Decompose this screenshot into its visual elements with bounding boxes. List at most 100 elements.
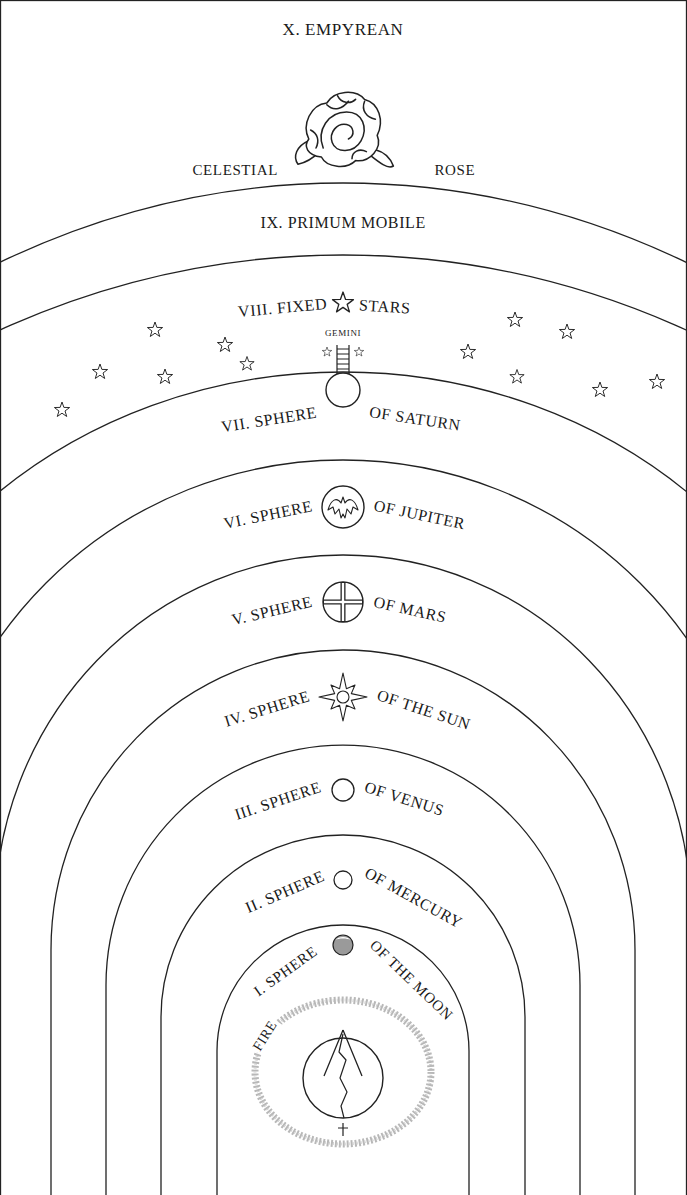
sun-disc [337,691,349,703]
star-symbol [147,322,162,336]
star-symbol [510,370,524,384]
star-symbol [460,344,475,358]
caption-label: CELESTIAL [193,162,278,179]
sphere-arc [106,745,580,1195]
sphere-label: OF THE SUN [375,687,473,735]
sphere-arc [51,650,635,1195]
sphere-arc [0,372,687,1195]
moon-disc [333,935,353,955]
sun-symbol [319,673,367,721]
gemini-star [354,347,364,356]
eagle-figure [328,497,358,518]
small-cross [338,1123,348,1136]
ladder-rails [337,345,349,374]
jupiter-symbol [322,486,364,528]
caption-label: GEMINI [325,328,361,338]
sun-rays [319,673,367,721]
star-symbol [649,374,664,388]
mars-disc [323,582,363,622]
sphere-label: III. SPHERE [232,778,323,824]
rose-petal-line [352,150,366,159]
rose-drawing [296,92,394,167]
star-symbol [217,337,232,351]
earth-disc [303,1038,383,1118]
sphere-label: VI. SPHERE [222,497,314,533]
sphere-label: OF VENUS [362,778,446,820]
mars-symbol [323,582,363,622]
star-symbol [559,324,574,338]
mars-cross [323,582,363,622]
heaven-title: X. EMPYREAN [283,20,404,40]
saturn-planet [326,373,360,407]
moon-crescent [335,937,351,940]
sphere-arc [161,835,525,1195]
sphere-arc [0,255,687,1195]
venus-planet [332,779,354,801]
ladder-rungs [337,349,349,369]
sphere-arc [0,183,687,1195]
gemini-star [322,347,332,356]
sphere-label: OF THE MOON [366,937,456,1024]
sphere-label: IX. PRIMUM MOBILE [261,214,426,232]
sphere-label: V. SPHERE [230,593,314,630]
sphere-label: OF MARS [372,593,448,627]
sphere-label: II. SPHERE [243,867,328,917]
sphere-label: OF JUPITER [372,497,466,534]
rose-petals [306,92,380,166]
moon-symbol [333,935,353,955]
sphere-label: VIII. FIXED [237,295,328,321]
jupiter-disc [322,486,364,528]
caption-label: FIRE [248,1016,281,1056]
star-symbol [507,312,522,326]
mercury-planet [334,871,352,889]
star-symbol [54,402,69,416]
fire-ring [255,1000,431,1144]
sphere-label: STARS [358,296,411,318]
sphere-label: IV. SPHERE [222,687,312,731]
star-symbol [92,364,107,378]
ladder-symbol [337,345,349,374]
rose-petal-line [363,101,375,119]
sphere-arc [217,925,469,1195]
rose-petal-line [311,130,318,148]
earth-symbol [303,1030,383,1136]
fire-ring-haze [255,1000,431,1144]
caption-label: ROSE [435,162,476,179]
star-symbol [592,382,607,396]
star-symbol [157,369,172,383]
abyss-crack [339,1034,347,1118]
sphere-label: OF MERCURY [361,864,465,933]
rose-swirl [321,112,364,150]
sphere-arc [0,555,687,1195]
sphere-arc [0,460,687,1195]
mars-cross-inner [324,583,362,621]
star-symbol [240,357,254,371]
sphere-label: VII. SPHERE [220,403,318,436]
rose-petal-line [338,96,356,103]
